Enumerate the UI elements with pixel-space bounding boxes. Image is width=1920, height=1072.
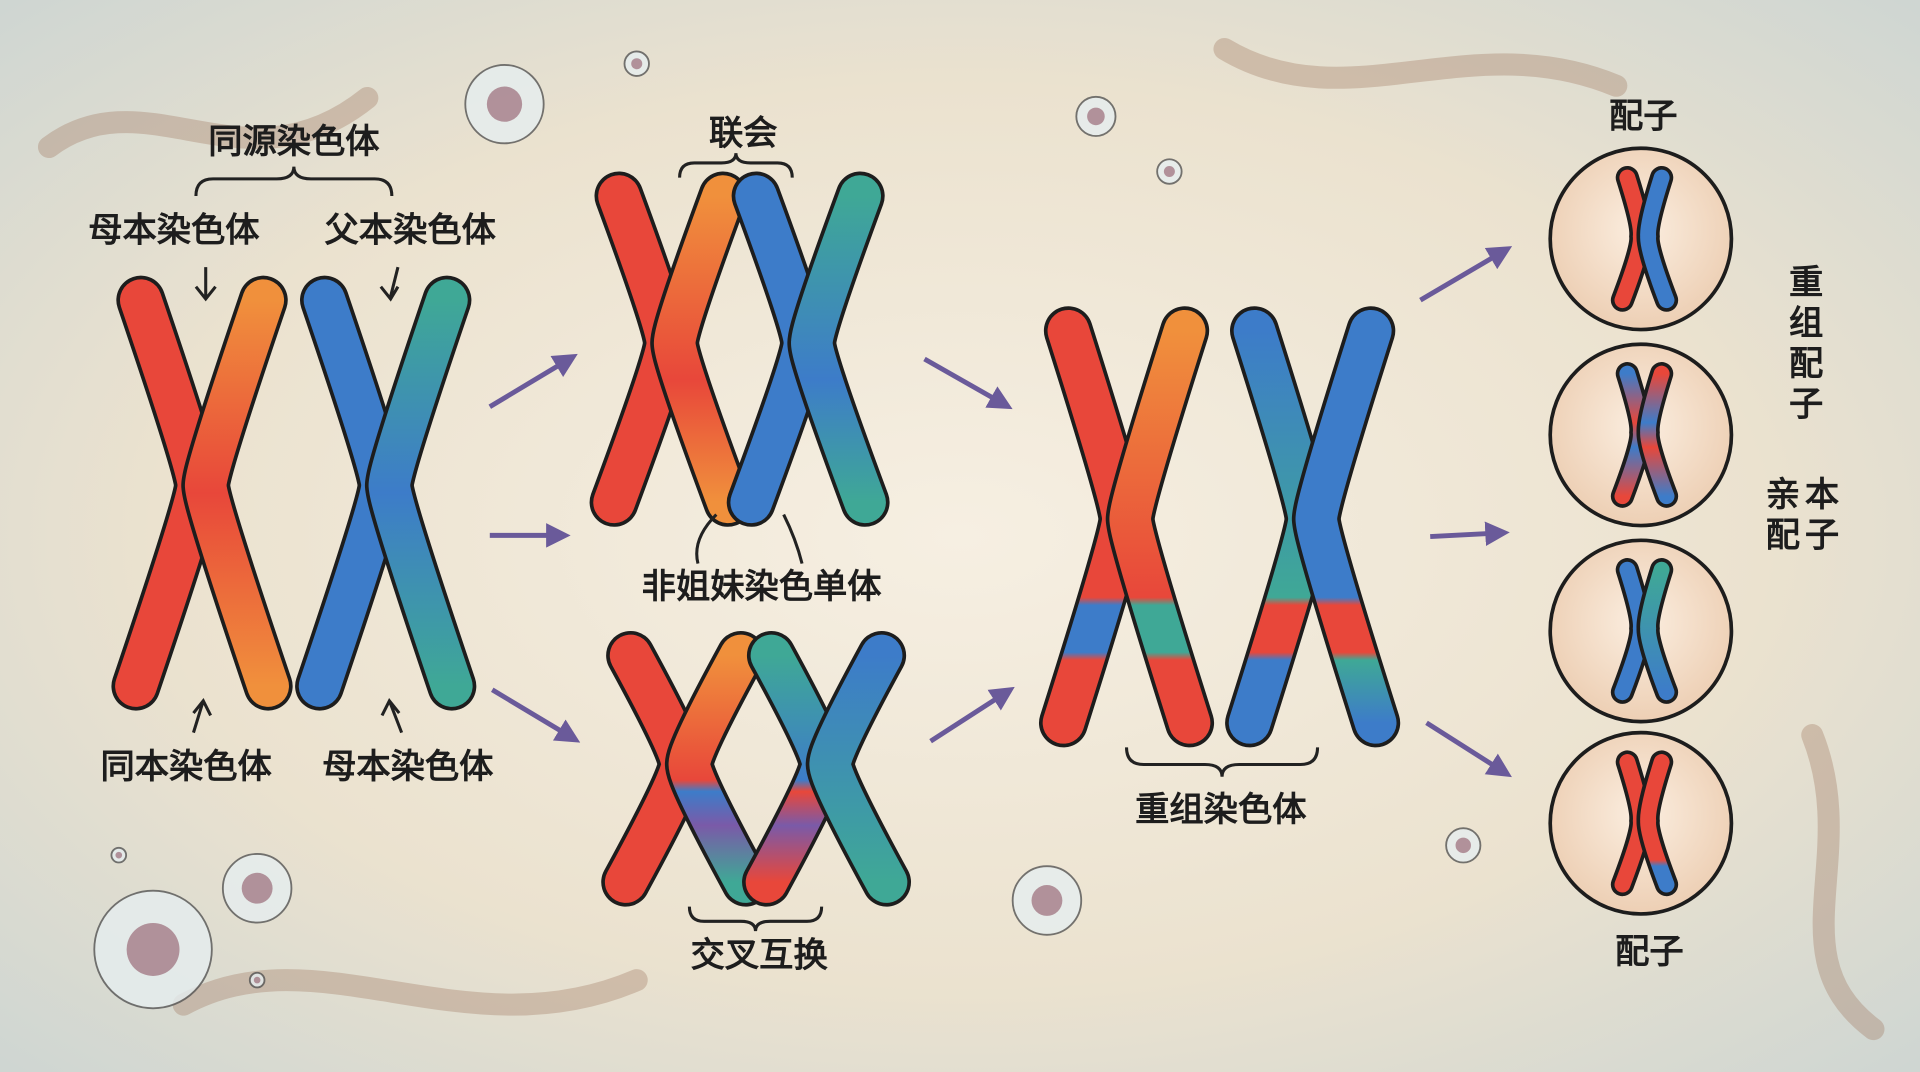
- label-synapsis: 联会: [709, 114, 778, 154]
- arrow: [1419, 246, 1513, 303]
- label-parental-gametes: 亲 本 配 子: [1766, 475, 1840, 555]
- decorative-cells: [93, 50, 1482, 1010]
- gamete-cell: [1548, 146, 1734, 332]
- label-paternal-top: 父本染色体: [325, 210, 497, 250]
- nucleus-icon: [253, 976, 261, 984]
- synapsis-paternal: [726, 171, 890, 527]
- label-char: 子: [1789, 384, 1823, 424]
- nucleus-icon: [1031, 885, 1063, 916]
- gamete-cell: [1548, 538, 1734, 724]
- arrow: [490, 687, 581, 743]
- nucleus-icon: [1455, 837, 1471, 854]
- label-char: 本: [1805, 475, 1840, 515]
- chromatid: [1640, 561, 1675, 701]
- label-bottom-left: 同本染色体: [100, 747, 272, 787]
- synapsis-maternal: [589, 171, 753, 527]
- arrow: [488, 353, 578, 409]
- nucleus-icon: [486, 86, 523, 122]
- arrow: [923, 356, 1013, 410]
- label-char: 亲: [1766, 475, 1800, 515]
- chromatid: [791, 175, 886, 524]
- chromatid: [653, 175, 749, 524]
- label-char: 配: [1789, 344, 1823, 384]
- label-char: 重: [1789, 263, 1823, 303]
- label-char: 组: [1789, 303, 1823, 343]
- arrows: [488, 246, 1513, 778]
- gamete-cell: [1548, 342, 1734, 528]
- nucleus-icon: [241, 872, 273, 904]
- recombinant-chromosome-2: [1225, 306, 1401, 748]
- gamete-cell: [1548, 730, 1734, 916]
- chromatid: [1640, 365, 1675, 505]
- nucleus-icon: [126, 923, 180, 976]
- chromatid: [368, 279, 473, 707]
- crossover-maternal: [601, 630, 771, 907]
- nucleus-icon: [115, 851, 123, 859]
- label-maternal-top: 母本染色体: [88, 210, 260, 250]
- chromatid: [809, 634, 908, 903]
- chromatid: [184, 279, 289, 707]
- brackets: [192, 153, 1320, 932]
- label-char: 配: [1766, 515, 1800, 555]
- chromatid: [668, 634, 767, 903]
- paternal-chromosome: [295, 275, 477, 711]
- nucleus-icon: [1087, 107, 1105, 126]
- label-homologous: 同源染色体: [208, 122, 380, 162]
- label-recombinant-chromosomes: 重组染色体: [1135, 790, 1307, 830]
- nucleus-icon: [631, 58, 643, 70]
- arrow: [929, 686, 1015, 744]
- chromatid: [1295, 309, 1397, 744]
- chromatid: [1640, 169, 1675, 309]
- label-bottom-right: 母本染色体: [322, 747, 494, 787]
- background-decor: [37, 37, 1885, 1041]
- chromatid: [1109, 309, 1211, 744]
- label-char: 子: [1805, 515, 1839, 555]
- crossover-paternal: [742, 630, 912, 907]
- label-gamete-bottom: 配子: [1615, 932, 1684, 972]
- label-crossover: 交叉互换: [691, 936, 829, 976]
- label-non-sister-chromatids: 非姐妹染色单体: [642, 567, 883, 607]
- label-gamete-top: 配子: [1609, 96, 1678, 136]
- arrow: [1425, 720, 1512, 778]
- maternal-chromosome: [111, 275, 293, 711]
- arrow: [1430, 521, 1510, 546]
- nucleus-icon: [1163, 166, 1175, 178]
- chromatid: [1640, 754, 1675, 893]
- label-recombinant-gametes: 重 组 配 子: [1789, 263, 1823, 424]
- recombinant-chromosome-1: [1038, 306, 1215, 748]
